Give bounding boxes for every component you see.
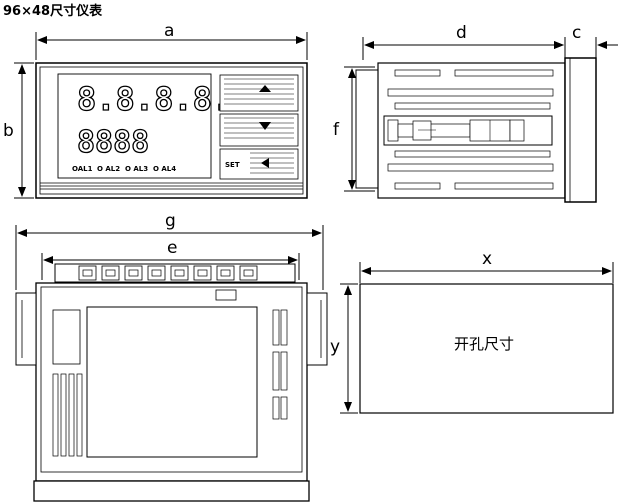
up-key[interactable] <box>219 74 299 112</box>
cutout-label: 开孔尺寸 <box>454 335 514 353</box>
terminal-row <box>78 265 258 281</box>
triangle-up-icon <box>259 85 271 92</box>
dimension-f-label: f <box>333 120 340 140</box>
dimension-g-label: g <box>165 211 176 231</box>
dimension-y-label: y <box>330 337 340 357</box>
alarm-label-3: O AL3 <box>125 165 148 173</box>
display-window <box>57 73 212 179</box>
dimension-c-label: c <box>572 23 581 43</box>
dimension-a-label: a <box>164 21 174 41</box>
alarm-label-1: OAL1 <box>72 165 93 173</box>
dimension-b-label: b <box>3 121 14 141</box>
top-view: g e <box>15 211 328 502</box>
upper-display: 8.8.8.8. <box>77 80 231 118</box>
set-key[interactable]: SET <box>219 148 299 180</box>
drawing-title: 96×48尺寸仪表 <box>3 3 103 19</box>
lower-display: 8888 <box>77 125 149 160</box>
set-key-label: SET <box>225 161 240 169</box>
triangle-left-icon <box>261 158 269 168</box>
triangle-down-icon <box>259 122 271 130</box>
down-key[interactable] <box>219 113 299 147</box>
front-view: a b 8.8.8.8. 8888 OAL1 O AL2 O AL3 O AL4 <box>3 21 308 199</box>
dimension-x-label: x <box>482 249 492 269</box>
dimension-e-label: e <box>167 238 177 258</box>
alarm-label-4: O AL4 <box>153 165 176 173</box>
side-view: d c f <box>333 23 618 203</box>
alarm-label-2: O AL2 <box>97 165 120 173</box>
cutout-view: x y 开孔尺寸 <box>330 249 614 414</box>
dimension-d-label: d <box>456 23 467 43</box>
cutout-rectangle <box>359 283 614 414</box>
